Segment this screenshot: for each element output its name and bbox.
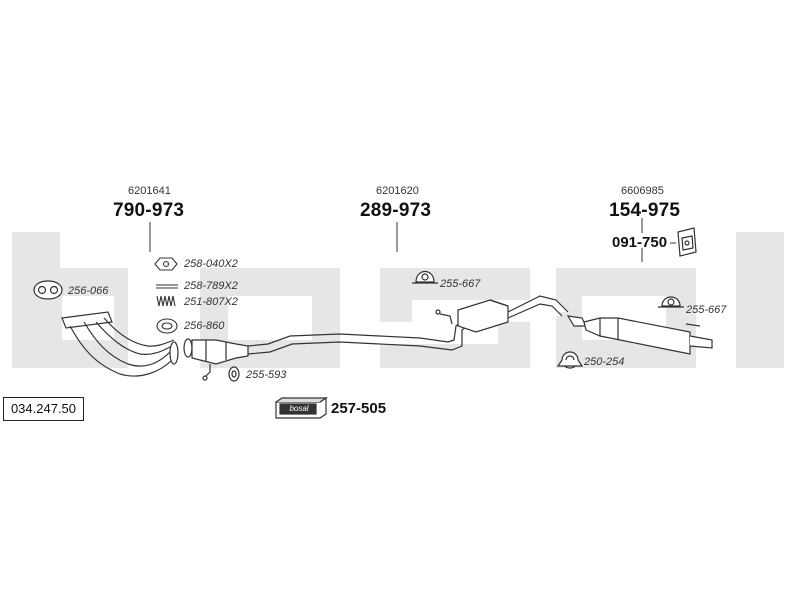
oem-number-front: 6201641 (128, 185, 171, 197)
part-256-860: 256-860 (184, 320, 225, 332)
clamp-250-254 (556, 351, 584, 369)
hanger-255-667-middle (412, 270, 438, 284)
oem-number-rear: 6606985 (621, 185, 664, 197)
part-255-667-rear: 255-667 (686, 304, 727, 316)
part-258-789X2: 258-789X2 (184, 280, 238, 292)
rear-silencer (566, 315, 713, 355)
leader-lines (149, 218, 676, 262)
bracket-091-750 (677, 227, 697, 257)
gasket-256-066 (33, 280, 63, 300)
part-250-254: 250-254 (584, 356, 625, 368)
bosal-logo-text: bosal (289, 404, 309, 413)
part-255-593: 255-593 (246, 369, 287, 381)
catalyst-section (183, 338, 249, 381)
part-256-066: 256-066 (68, 285, 109, 297)
reference-code-box: 034.247.50 (3, 397, 84, 421)
part-number-front: 790-973 (113, 200, 185, 221)
bosal-accessory-box (275, 396, 328, 419)
fastener-stack (154, 257, 178, 334)
part-number-centre: 289-973 (360, 200, 432, 221)
hanger-255-593 (228, 366, 240, 382)
centre-silencer (435, 295, 569, 333)
part-number-accessory: 257-505 (331, 400, 387, 417)
oem-number-centre: 6201620 (376, 185, 419, 197)
part-number-bracket: 091-750 (612, 234, 668, 251)
intermediate-pipe (247, 317, 471, 355)
part-255-667-middle: 255-667 (440, 278, 481, 290)
part-251-807X2: 251-807X2 (184, 296, 238, 308)
front-downpipe (61, 311, 179, 377)
part-number-rear: 154-975 (609, 200, 681, 221)
part-258-040X2: 258-040X2 (184, 258, 238, 270)
hanger-255-667-rear (658, 296, 684, 308)
